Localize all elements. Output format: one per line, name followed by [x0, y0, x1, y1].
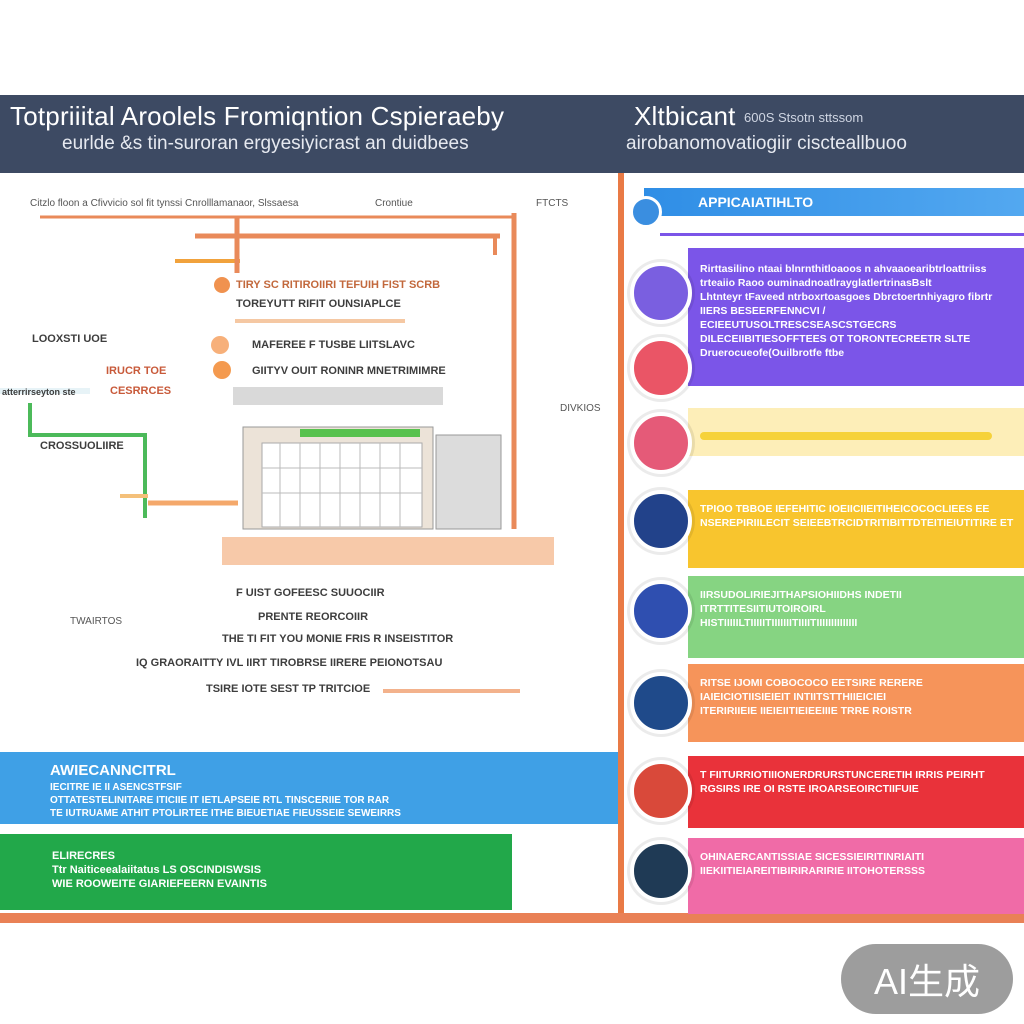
right-panel-line: Rirttasilino ntaai blnrnthitloaoos n ahv… — [700, 263, 987, 275]
header-subtitle-right: airobanomovatiogiir ciscteallbuoo — [626, 133, 907, 154]
flow-left-label-1: LOOXSTI UOE — [32, 333, 108, 345]
blue-band-title: AWIECANNCITRL — [50, 762, 176, 779]
flow-lower-label-3: THE TI FIT YOU MONIE FRIS R INSEISTITOR — [222, 633, 454, 645]
right-panel-7: T FIITURRIOTIIIONERDRURSTUNCERETIH IRRIS… — [688, 756, 1024, 828]
right-panel-icon-7 — [630, 760, 692, 822]
header-title-right-small: 600S Stsotn sttssom — [744, 110, 864, 125]
right-panel-line: IIERS BESEERFENNCVI / ECIEEUTUSOLTRESCSE… — [700, 305, 897, 331]
bottom-line — [0, 913, 1024, 923]
right-panel-icon-3 — [630, 412, 692, 474]
right-panel-icon-8 — [630, 840, 692, 902]
header-subtitle-left: eurlde &s tin-suroran ergyesiyicrast an … — [62, 133, 469, 154]
blue-band-line-2: OTTATESTELINITARE ITICIIE IT IETLAPSEIE … — [50, 795, 390, 806]
flow-left-label-3: IRUCR TOE — [106, 365, 167, 377]
flow-mid-label-3: MAFEREE F TUSBE LIITSLAVC — [252, 339, 415, 351]
blue-band-line-3: TE IUTRUAME ATHIT PTOLIRTEE ITHE BIEUETI… — [50, 808, 401, 819]
right-panel-text: Rirttasilino ntaai blnrnthitloaoos n ahv… — [700, 262, 1014, 360]
flow-mid-label-1: TIRY SC RITIROIIRI TEFUIH FIST SCRB — [236, 279, 441, 291]
right-panel-1: Rirttasilino ntaai blnrnthitloaoos n ahv… — [688, 248, 1024, 386]
flow-right-label-1: DIVKIOS — [560, 403, 601, 414]
green-band-line-2: WIE ROOWEITE GIARIEFEERN EVAINTIS — [52, 878, 267, 890]
right-panel-text: T FIITURRIOTIIIONERDRURSTUNCERETIH IRRIS… — [700, 768, 1014, 796]
right-panel-text: OHINAERCANTISSIAE SICESSIEIRITINRIAITI II… — [700, 850, 1014, 878]
column-divider — [618, 173, 624, 915]
right-panel-line: RGSIRS IRE OI RSTE IROARSEOIRCTIIFUIE — [700, 783, 919, 795]
flow-lower-label-1: F UIST GOFEESC SUUOCIIR — [236, 587, 385, 599]
flow-diagram: Citzlo floon a Cfivvicio sol fit tynssi … — [0, 173, 618, 913]
blue-band-line-1: IECITRE IE II ASENCSTFSIF — [50, 782, 182, 793]
green-band-title: ELIRECRES — [52, 850, 115, 862]
right-panel-line: TPIOO TBBOE IEFEHITIC IOEIICIIEITIHEICOC… — [700, 503, 990, 515]
flow-left-label-4: CESRRCES — [110, 385, 172, 397]
flow-lower-label-4: IQ GRAORAITTY IVL IIRT TIROBRSE IIRERE P… — [136, 657, 443, 669]
right-column-header-label: APPICAIATIHLTO — [698, 194, 814, 210]
right-panel-icon-2 — [630, 337, 692, 399]
flow-lower-label-2: PRENTE REORCOIIR — [258, 611, 369, 623]
right-panel-line: IAIEICIOTIISIEIEIT INTIITSTTHIIEICIEI — [700, 691, 887, 703]
right-panel-8: OHINAERCANTISSIAE SICESSIEIRITINRIAITI II… — [688, 838, 1024, 914]
right-column-header: APPICAIATIHLTO — [644, 188, 1024, 216]
flow-top-label-2: Crontiue — [375, 198, 413, 209]
header-title-right: Xltbicant — [634, 101, 736, 131]
right-panel-icon-5 — [630, 580, 692, 642]
right-panel-5: IIRSUDOLIRIEJITHAPSIOHIIDHS INDETII ITRTT… — [688, 576, 1024, 658]
right-panel-icon-1 — [630, 262, 692, 324]
right-panel-line: T FIITURRIOTIIIONERDRURSTUNCERETIH IRRIS… — [700, 769, 985, 781]
right-panel-line: IIEKIITIEIAREITIBIRIRARIRIE IITOHOTERSSS — [700, 865, 925, 877]
right-panel-6: RITSE IJOMI COBOCOCO EETSIRE RERERE IAIEI… — [688, 664, 1024, 742]
flow-connectors — [0, 213, 554, 788]
right-panel-4: TPIOO TBBOE IEFEHITIC IOEIICIIEITIHEICOC… — [688, 490, 1024, 568]
right-panel-line: Druerocueofe(Ouilbrotfe ftbe — [700, 347, 845, 359]
flow-top-label-1: Citzlo floon a Cfivvicio sol fit tynssi … — [30, 198, 299, 209]
right-header-underline — [660, 233, 1024, 236]
right-panel-icon-4 — [630, 490, 692, 552]
right-panel-line: HISTIIIIILTIIIIITIIIIIIITIIIITIIIIIIIIII… — [700, 617, 858, 629]
green-band: ELIRECRES Ttr Naiticeealaiitatus LS OSCI… — [0, 834, 512, 910]
green-band-line-1: Ttr Naiticeealaiitatus LS OSCINDISWSIS — [52, 864, 262, 876]
blue-band: AWIECANNCITRL IECITRE IE II ASENCSTFSIF … — [0, 752, 618, 824]
right-header-pin-icon — [630, 196, 662, 228]
flow-left-label-5: CROSSUOLIIRE — [40, 440, 124, 452]
flow-mid-label-2: TOREYUTT RIFIT OUNSIAPLCE — [236, 298, 401, 310]
right-panel-3-bar — [700, 432, 992, 440]
right-panel-text: RITSE IJOMI COBOCOCO EETSIRE RERERE IAIEI… — [700, 676, 1014, 718]
header-title-left: Totpriiital Aroolels Fromiqntion Cspiera… — [10, 101, 505, 131]
right-panel-line: Lhtnteyr tFaveed ntrboxrtoasgoes Dbrctoe… — [700, 291, 993, 303]
right-panel-line: ITRTTITESIITIUTOIROIRL — [700, 603, 826, 615]
right-panel-line: RITSE IJOMI COBOCOCO EETSIRE RERERE — [700, 677, 923, 689]
flow-left-label-2: atterrirseyton ste — [2, 387, 76, 397]
right-panel-line: trteaiio Raoo ouminadnoatlrayglatlertrin… — [700, 277, 932, 289]
flow-lower-left-label: TWAIRTOS — [70, 616, 123, 627]
header-banner: Totpriiital Aroolels Fromiqntion Cspiera… — [0, 95, 1024, 173]
right-panel-line: OHINAERCANTISSIAE SICESSIEIRITINRIAITI — [700, 851, 925, 863]
right-panel-line: DILECEIIBITIESOFFTEES OT TORONTECREETR S… — [700, 333, 971, 345]
right-panel-icon-6 — [630, 672, 692, 734]
right-panel-line: IIRSUDOLIRIEJITHAPSIOHIIDHS INDETII — [700, 589, 902, 601]
right-panel-text: TPIOO TBBOE IEFEHITIC IOEIICIIEITIHEICOC… — [700, 502, 1014, 530]
flow-top-right-label: FTCTS — [536, 198, 569, 209]
flow-mid-label-4: GIITYV OUIT RONINR MNETRIMIMRE — [252, 365, 446, 377]
flow-lower-label-5: TSIRE IOTE SEST TP TRITCIOE — [206, 683, 371, 695]
right-panel-line: ITERIRIIEIE IIEIEIITIEIEEIIIE TRRE ROIST… — [700, 705, 912, 717]
right-panel-text: IIRSUDOLIRIEJITHAPSIOHIIDHS INDETII ITRTT… — [700, 588, 1014, 630]
right-panel-line: NSEREPIRIILECIT SEIEEBTRCIDTRITIBITTDTEI… — [700, 517, 1014, 529]
ai-generated-badge: AI生成 — [841, 944, 1013, 1014]
